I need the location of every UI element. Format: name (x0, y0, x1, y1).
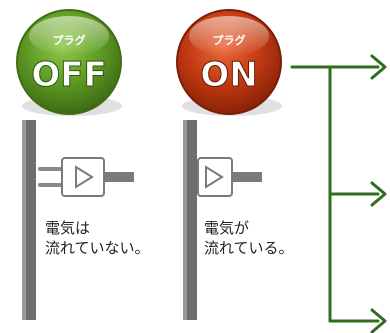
on-big-label: ON (200, 55, 257, 95)
on-small-label: プラグ (213, 33, 246, 47)
plug-icon (38, 157, 134, 197)
arrow-right-icon (370, 54, 387, 80)
on-caption-line2: 流れている。 (204, 239, 294, 257)
off-small-label: プラグ (53, 33, 86, 47)
arrow-right-icon (370, 308, 387, 333)
off-caption-line2: 流れていない。 (45, 239, 150, 257)
off-big-label: OFF (31, 55, 106, 95)
plug-icon (197, 157, 262, 197)
off-caption: 電気は 流れていない。 (45, 218, 150, 258)
power-flow-arrows (290, 54, 387, 333)
arrow-right-icon (370, 181, 387, 207)
off-caption-line1: 電気は (45, 219, 91, 237)
on-caption-line1: 電気が (204, 219, 250, 237)
off-button: プラグ OFF (16, 9, 122, 116)
on-caption: 電気が 流れている。 (204, 218, 294, 258)
on-button: プラグ ON (176, 9, 282, 116)
